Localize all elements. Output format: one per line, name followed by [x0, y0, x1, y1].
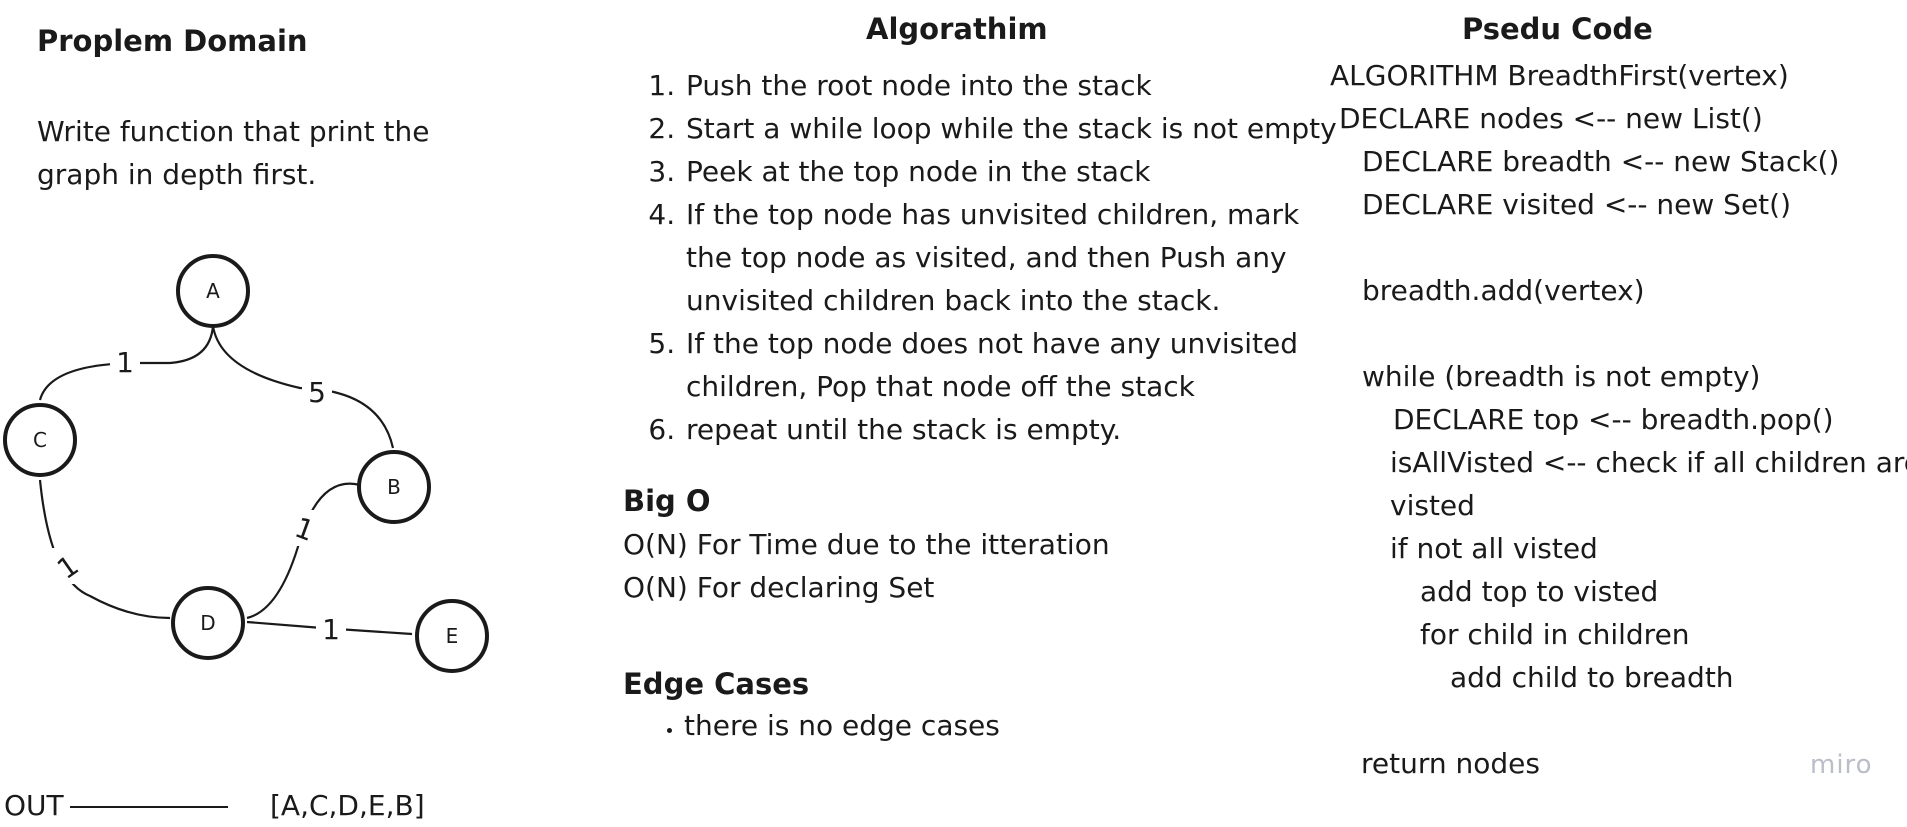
- pseudo-line: add child to breadth: [1450, 661, 1734, 694]
- node-c-label: C: [33, 428, 47, 452]
- edge-d-b: [246, 482, 361, 620]
- graph-diagram: 1 5 1 1 1 A B C D E: [3, 254, 489, 673]
- pseudo-line: add top to visted: [1420, 575, 1659, 608]
- big-o-title: Big O: [623, 484, 711, 518]
- algorithm-step: repeat until the stack is empty.: [684, 408, 1384, 451]
- algorithm-step: If the top node does not have any unvisi…: [684, 322, 1326, 408]
- pseudo-line: isAllVisted <-- check if all children ar…: [1390, 446, 1907, 479]
- edge-a-b: [211, 325, 395, 449]
- node-e-label: E: [446, 624, 459, 648]
- output-arrow-line: [70, 806, 228, 808]
- pseudo-line: if not all visted: [1390, 532, 1598, 565]
- pseudo-line: for child in children: [1420, 618, 1690, 651]
- node-c: [3, 403, 77, 477]
- pseudo-line: DECLARE visited <-- new Set(): [1362, 188, 1792, 221]
- problem-desc-line2: graph in depth first.: [37, 158, 317, 191]
- edge-c-d: [38, 479, 171, 620]
- miro-watermark: miro: [1810, 750, 1873, 780]
- node-e: [415, 599, 489, 673]
- big-o-line: O(N) For declaring Set: [623, 571, 935, 604]
- node-a-label: A: [206, 279, 220, 303]
- pseudo-line: visted: [1390, 489, 1475, 522]
- pseudo-line: ALGORITHM BreadthFirst(vertex): [1330, 59, 1789, 92]
- algorithm-step: Peek at the top node in the stack: [684, 150, 1384, 193]
- pseudo-line: return nodes: [1361, 747, 1540, 780]
- pseudo-line: DECLARE top <-- breadth.pop(): [1393, 403, 1834, 436]
- pseudo-line: while (breadth is not empty): [1362, 360, 1761, 393]
- algorithm-step: Push the root node into the stack: [684, 64, 1384, 107]
- node-d: [171, 586, 245, 660]
- node-b-label: B: [387, 475, 401, 499]
- algorithm-title: Algorathim: [866, 12, 1048, 46]
- node-a: [176, 254, 250, 328]
- node-b: [357, 450, 431, 524]
- output-value: [A,C,D,E,B]: [270, 789, 425, 822]
- algorithm-steps: Push the root node into the stack Start …: [642, 64, 1384, 451]
- pseudo-line: DECLARE nodes <-- new List(): [1339, 102, 1763, 135]
- edge-a-c-weight: 1: [116, 346, 134, 379]
- edge-cases-title: Edge Cases: [623, 667, 810, 701]
- algorithm-step: If the top node has unvisited children, …: [684, 193, 1326, 322]
- big-o-line: O(N) For Time due to the itteration: [623, 528, 1110, 561]
- problem-desc-line1: Write function that print the: [37, 115, 430, 148]
- edge-d-e-weight: 1: [322, 613, 340, 646]
- pseudo-title: Psedu Code: [1462, 12, 1653, 46]
- node-d-label: D: [200, 611, 215, 635]
- edge-case-item: there is no edge cases: [684, 704, 1000, 747]
- edge-a-b-weight: 5: [308, 376, 326, 409]
- problem-title: Proplem Domain: [37, 24, 308, 58]
- pseudo-line: breadth.add(vertex): [1362, 274, 1645, 307]
- output-label: OUT: [4, 789, 64, 822]
- algorithm-step: Start a while loop while the stack is no…: [684, 107, 1384, 150]
- edge-cases-list: there is no edge cases: [642, 704, 1000, 747]
- pseudo-line: DECLARE breadth <-- new Stack(): [1362, 145, 1840, 178]
